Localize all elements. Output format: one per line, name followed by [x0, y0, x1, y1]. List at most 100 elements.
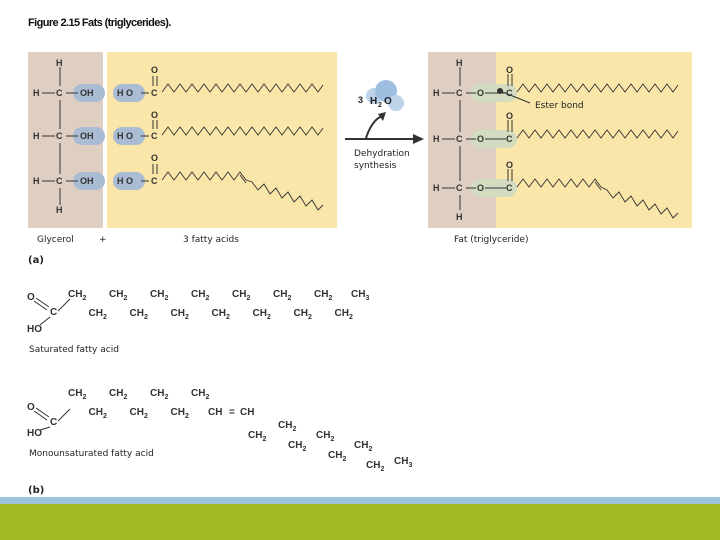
ester-bond-label: Ester bond [535, 101, 584, 111]
atom-h-left-1: H [33, 88, 40, 98]
oh-pill-3 [73, 172, 105, 190]
sat-ch2-10: CH2 [253, 308, 271, 321]
atom-c-2: C [56, 131, 63, 141]
atom-c-3: C [56, 176, 63, 186]
atom-c-1: C [56, 88, 63, 98]
mono-c: C [50, 417, 57, 428]
mono-ch2-3: CH2 [109, 388, 127, 401]
mono-ch3: CH3 [394, 456, 412, 469]
monounsaturated-label: Monounsaturated fatty acid [29, 449, 154, 459]
fat-chain-2 [516, 129, 679, 139]
panel-a-letter: (a) [28, 255, 44, 266]
fat-atom-od-1: O [506, 65, 513, 75]
water-h: H [370, 96, 377, 107]
atom-h-top: H [56, 58, 63, 68]
plus-label: + [99, 235, 107, 245]
mono-ch2-2: CH2 [89, 407, 107, 420]
chain-3 [161, 171, 324, 211]
acid-o-3: O [151, 153, 158, 163]
ho-pill-2 [113, 127, 145, 145]
reaction-label-line1: Dehydration [354, 149, 410, 159]
mono-ch-b: CH [240, 407, 254, 418]
figure-title: Figure 2.15 Fats (triglycerides). [28, 17, 171, 29]
fat-atom-c-2: C [456, 134, 463, 144]
reaction-label-line2: synthesis [354, 161, 397, 171]
sat-ch2-8: CH2 [212, 308, 230, 321]
water-release-arrow [365, 115, 383, 139]
fat-atom-od-2: O [506, 111, 513, 121]
panel-a-diagram: H H C H C H C H OH OH OH H O H O H O C C… [28, 52, 692, 228]
atom-h-left-2: H [33, 131, 40, 141]
fat-atom-c-1: C [456, 88, 463, 98]
mono-tail-ch2-5: CH2 [328, 450, 346, 463]
saturated-label: Saturated fatty acid [29, 345, 119, 355]
mono-ch2-1: CH2 [68, 388, 86, 401]
water-h-right-atom [388, 95, 404, 111]
mono-tail-ch2-3: CH2 [288, 440, 306, 453]
mono-tail-ch2-7: CH2 [366, 460, 384, 473]
fat-atom-cc-3: C [506, 183, 513, 193]
double-bond-mark: = [229, 407, 235, 418]
footer-green-band [0, 504, 720, 540]
fatty-acids-label: 3 fatty acids [183, 235, 239, 245]
mono-tail-ch2-1: CH2 [248, 430, 266, 443]
sat-ch2-3: CH2 [109, 289, 127, 302]
sat-ch2-4: CH2 [130, 308, 148, 321]
group-oh-1: OH [80, 88, 94, 98]
mono-ch2-4: CH2 [130, 407, 148, 420]
group-oh-2: OH [80, 131, 94, 141]
atom-h-bottom: H [56, 205, 63, 215]
ho-pill-1 [113, 84, 145, 102]
fat-acid-background [496, 52, 692, 228]
chain-2 [161, 126, 324, 136]
mono-ch2-6: CH2 [171, 407, 189, 420]
atom-h-left-3: H [33, 176, 40, 186]
mono-ch2-7: CH2 [191, 388, 209, 401]
mono-ho: HO [27, 428, 42, 439]
mono-ch2-5: CH2 [150, 388, 168, 401]
mono-ch-a: CH [208, 407, 222, 418]
group-ho-2: H O [117, 131, 133, 141]
acid-c-2: C [151, 131, 158, 141]
sat-ch2-14: CH2 [335, 308, 353, 321]
fat-atom-c-3: C [456, 183, 463, 193]
acid-o-2: O [151, 110, 158, 120]
mono-tail-ch2-2: CH2 [278, 420, 296, 433]
sat-c: C [50, 307, 57, 318]
fat-atom-cc-1: C [506, 88, 513, 98]
sat-ch2-6: CH2 [171, 308, 189, 321]
group-ho-3: H O [117, 176, 133, 186]
fat-atom-h-2: H [433, 134, 440, 144]
fat-atom-od-3: O [506, 160, 513, 170]
sat-ch2-7: CH2 [191, 289, 209, 302]
mono-o: O [27, 402, 35, 413]
oh-pill-1 [73, 84, 105, 102]
mono-tail-ch2-6: CH2 [354, 440, 372, 453]
chain-1 [161, 83, 324, 93]
sat-ch2-5: CH2 [150, 289, 168, 302]
fatty-acid-background [107, 52, 337, 228]
group-ho-1: H O [117, 88, 133, 98]
acid-c-1: C [151, 88, 158, 98]
sat-ch3: CH3 [351, 289, 369, 302]
glycerol-label: Glycerol [37, 235, 74, 245]
sat-ch2-12: CH2 [294, 308, 312, 321]
water-o: O [384, 96, 392, 107]
footer-blue-band [0, 497, 720, 504]
fat-chain-3 [516, 178, 679, 219]
acid-c-3: C [151, 176, 158, 186]
water-coefficient: 3 [358, 95, 363, 105]
fat-atom-h-1: H [433, 88, 440, 98]
acid-o-1: O [151, 65, 158, 75]
fat-atom-o-1: O [477, 88, 484, 98]
panel-b-letter: (b) [28, 485, 45, 496]
sat-ch2-1: CH2 [68, 289, 86, 302]
fat-atom-o-3: O [477, 183, 484, 193]
panel-b-diagram: O C HO CH2CH2CH2CH2CH2CH2CH2CH2CH2CH2CH2… [27, 289, 412, 473]
sat-ho: HO [27, 324, 42, 335]
group-oh-3: OH [80, 176, 94, 186]
sat-ch2-2: CH2 [89, 308, 107, 321]
fat-chain-1 [516, 83, 679, 93]
water-sub: 2 [378, 102, 382, 109]
oh-pill-2 [73, 127, 105, 145]
